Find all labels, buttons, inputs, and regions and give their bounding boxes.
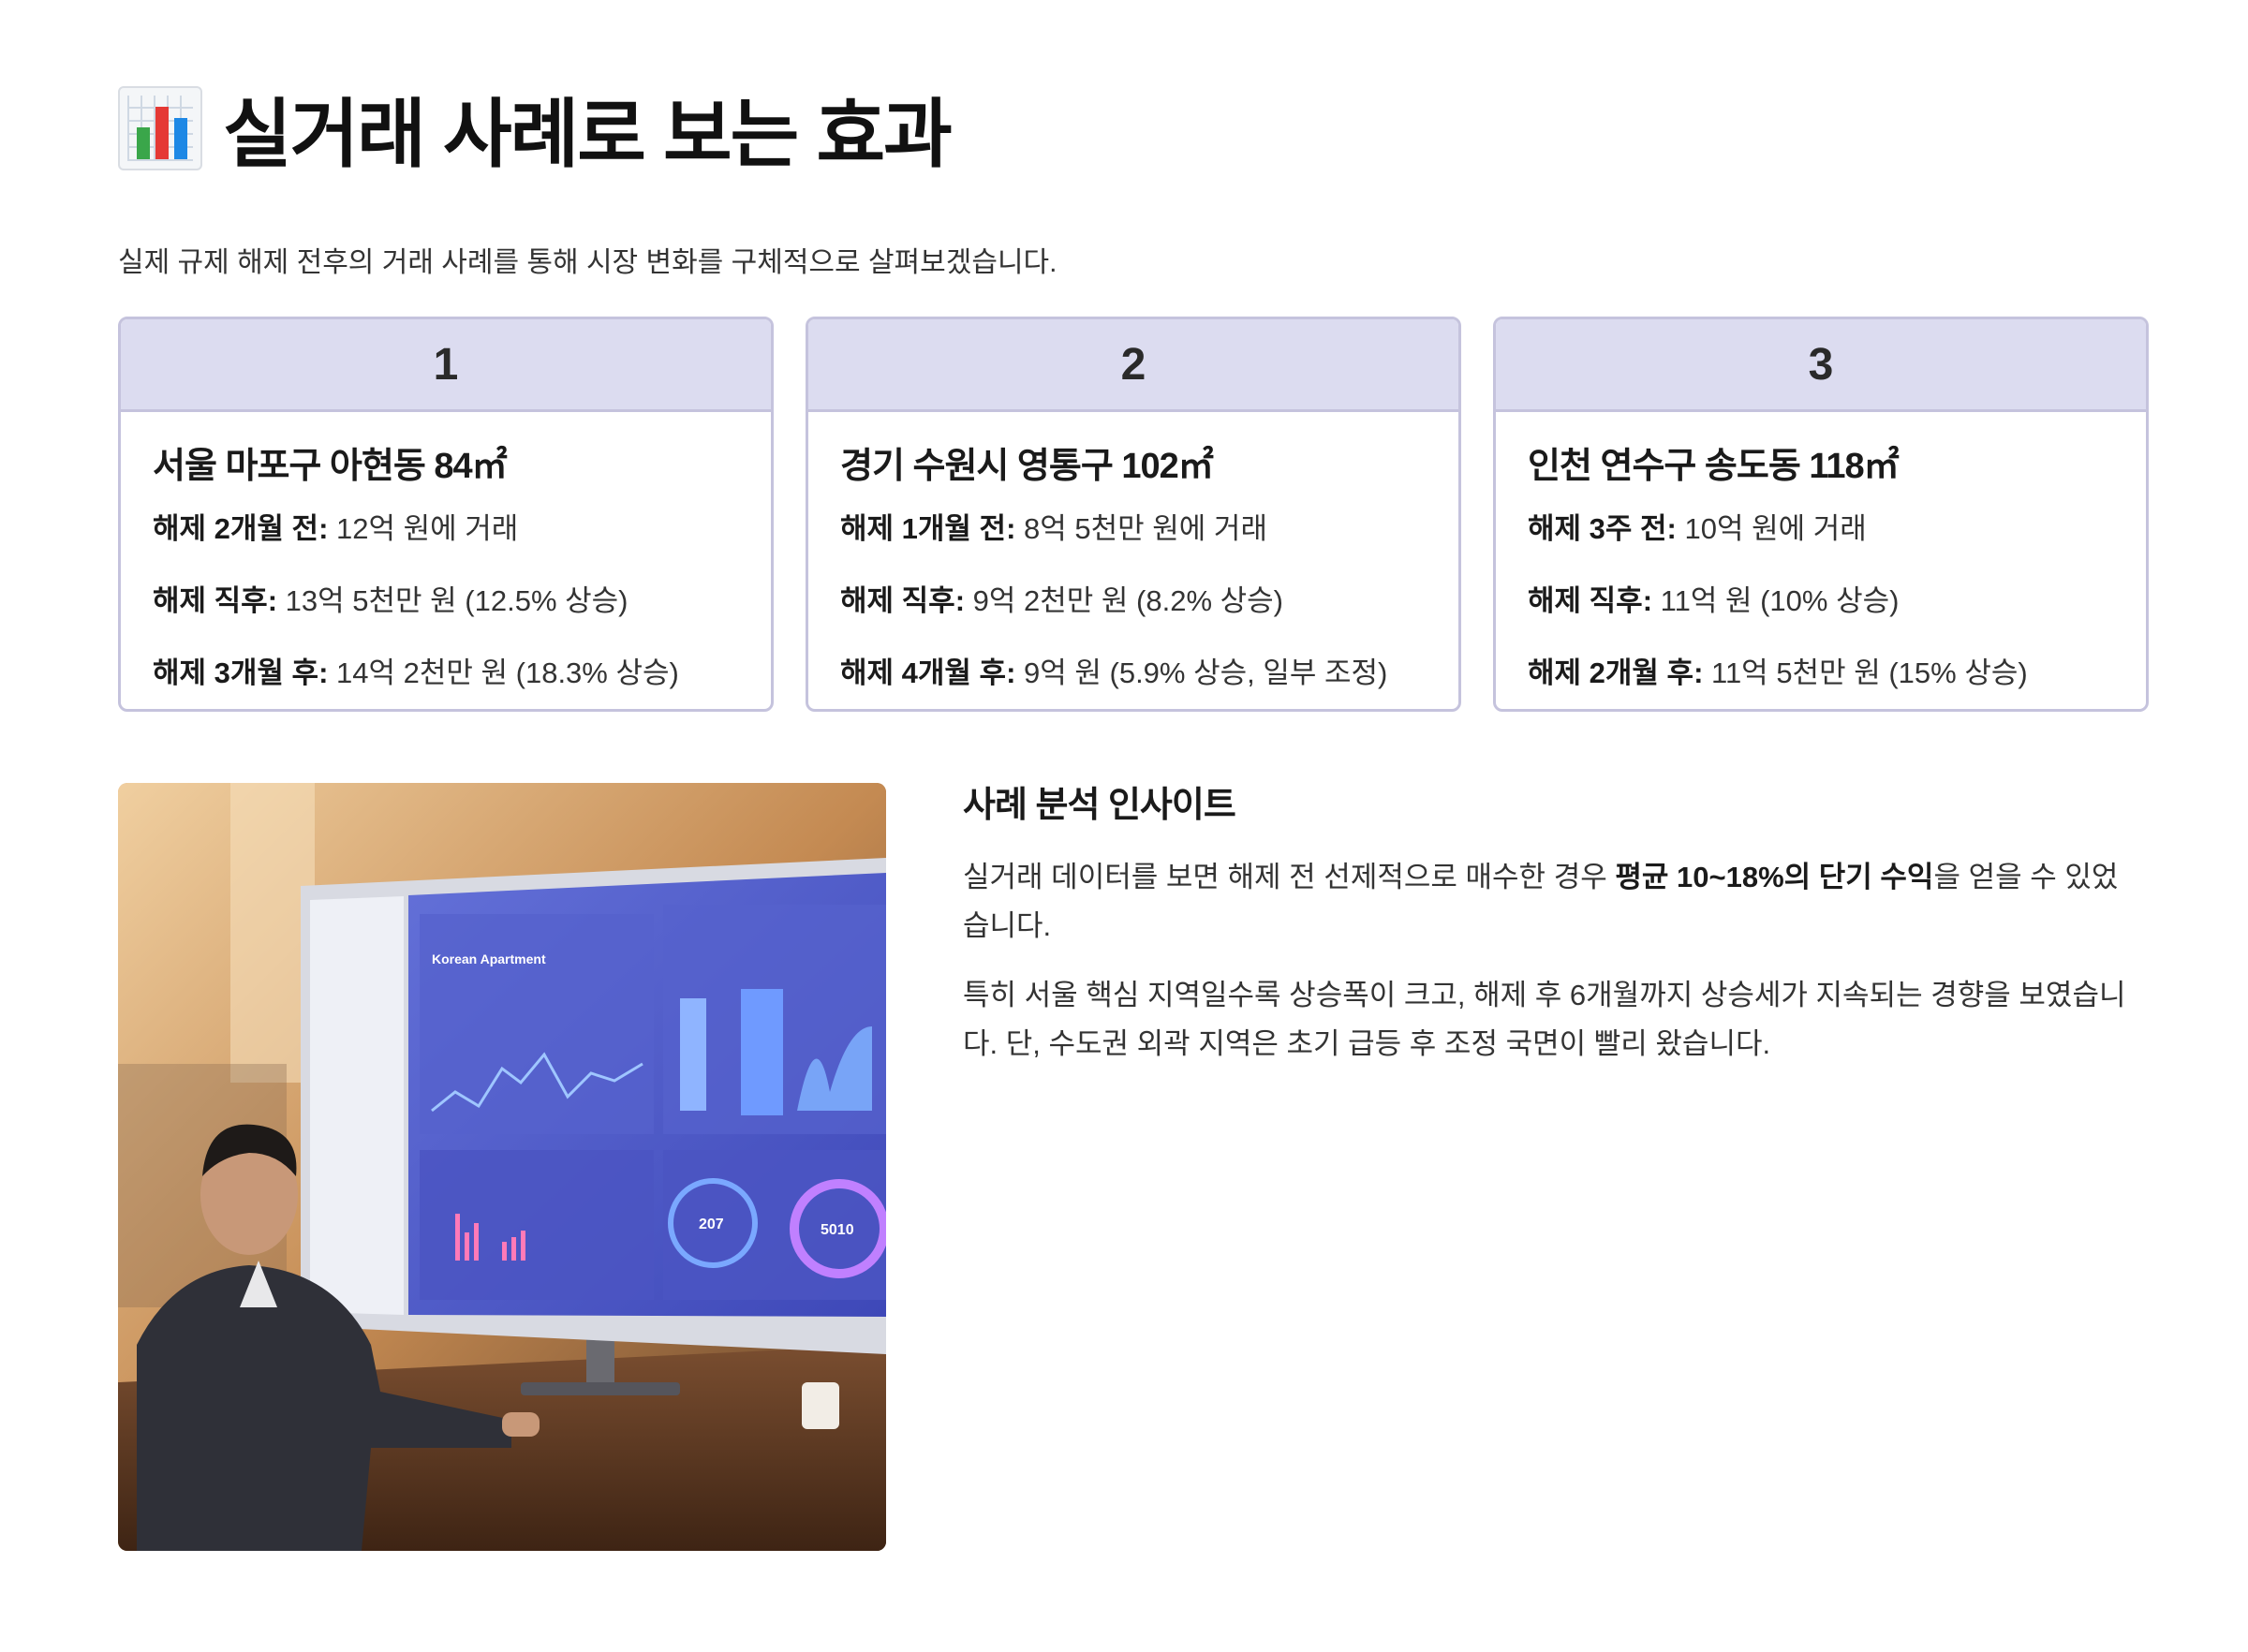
gauge-right-value: 5010 bbox=[821, 1222, 854, 1238]
case-line: 해제 2개월 전: 12억 원에 거래 bbox=[153, 512, 519, 545]
page-title: 실거래 사례로 보는 효과 bbox=[118, 77, 953, 180]
case-number: 1 bbox=[121, 319, 771, 412]
case-line: 해제 직후: 11억 원 (10% 상승) bbox=[1528, 584, 1900, 617]
insight-title: 사례 분석 인사이트 bbox=[963, 786, 1236, 825]
case-line: 해제 1개월 전: 8억 5천만 원에 거래 bbox=[840, 512, 1267, 545]
photo-illustration: Korean Apartment 207 5010 bbox=[118, 783, 886, 1551]
insight-section: 사례 분석 인사이트 실거래 데이터를 보면 해제 전 선제적으로 매수한 경우… bbox=[963, 775, 2143, 1089]
case-line: 해제 4개월 후: 9억 원 (5.9% 상승, 일부 조정) bbox=[840, 656, 1388, 689]
insight-highlight: 평균 10~18%의 단기 수익 bbox=[1615, 861, 1934, 893]
insight-paragraph-1: 실거래 데이터를 보면 해제 전 선제적으로 매수한 경우 평균 10~18%의… bbox=[963, 861, 2119, 942]
case-card-2: 2 경기 수원시 영통구 102㎡ 해제 1개월 전: 8억 5천만 원에 거래… bbox=[806, 317, 1461, 712]
page-title-text: 실거래 사례로 보는 효과 bbox=[223, 93, 953, 176]
case-line: 해제 3개월 후: 14억 2천만 원 (18.3% 상승) bbox=[153, 656, 679, 689]
case-number: 3 bbox=[1496, 319, 2146, 412]
case-location: 인천 연수구 송도동 118㎡ bbox=[1528, 447, 1900, 486]
case-number: 2 bbox=[808, 319, 1458, 412]
gauge-left-value: 207 bbox=[699, 1217, 724, 1232]
case-line: 해제 직후: 9억 2천만 원 (8.2% 상승) bbox=[840, 584, 1284, 617]
case-cards: 1 서울 마포구 아현동 84㎡ 해제 2개월 전: 12억 원에 거래 해제 … bbox=[118, 317, 2149, 712]
screen-heading: Korean Apartment bbox=[432, 951, 546, 966]
case-card-3: 3 인천 연수구 송도동 118㎡ 해제 3주 전: 10억 원에 거래 해제 … bbox=[1493, 317, 2149, 712]
office-dashboard-photo: Korean Apartment 207 5010 bbox=[118, 783, 886, 1551]
insight-paragraph-2: 특히 서울 핵심 지역일수록 상승폭이 크고, 해제 후 6개월까지 상승세가 … bbox=[963, 979, 2126, 1060]
page-subtitle: 실제 규제 해제 전후의 거래 사례를 통해 시장 변화를 구체적으로 살펴보겠… bbox=[118, 247, 1057, 278]
bar-chart-icon bbox=[118, 86, 202, 170]
case-card-1: 1 서울 마포구 아현동 84㎡ 해제 2개월 전: 12억 원에 거래 해제 … bbox=[118, 317, 774, 712]
case-location: 서울 마포구 아현동 84㎡ bbox=[153, 447, 508, 486]
case-location: 경기 수원시 영통구 102㎡ bbox=[840, 447, 1214, 486]
case-line: 해제 2개월 후: 11억 5천만 원 (15% 상승) bbox=[1528, 656, 2028, 689]
case-line: 해제 직후: 13억 5천만 원 (12.5% 상승) bbox=[153, 584, 629, 617]
case-line: 해제 3주 전: 10억 원에 거래 bbox=[1528, 512, 1867, 545]
